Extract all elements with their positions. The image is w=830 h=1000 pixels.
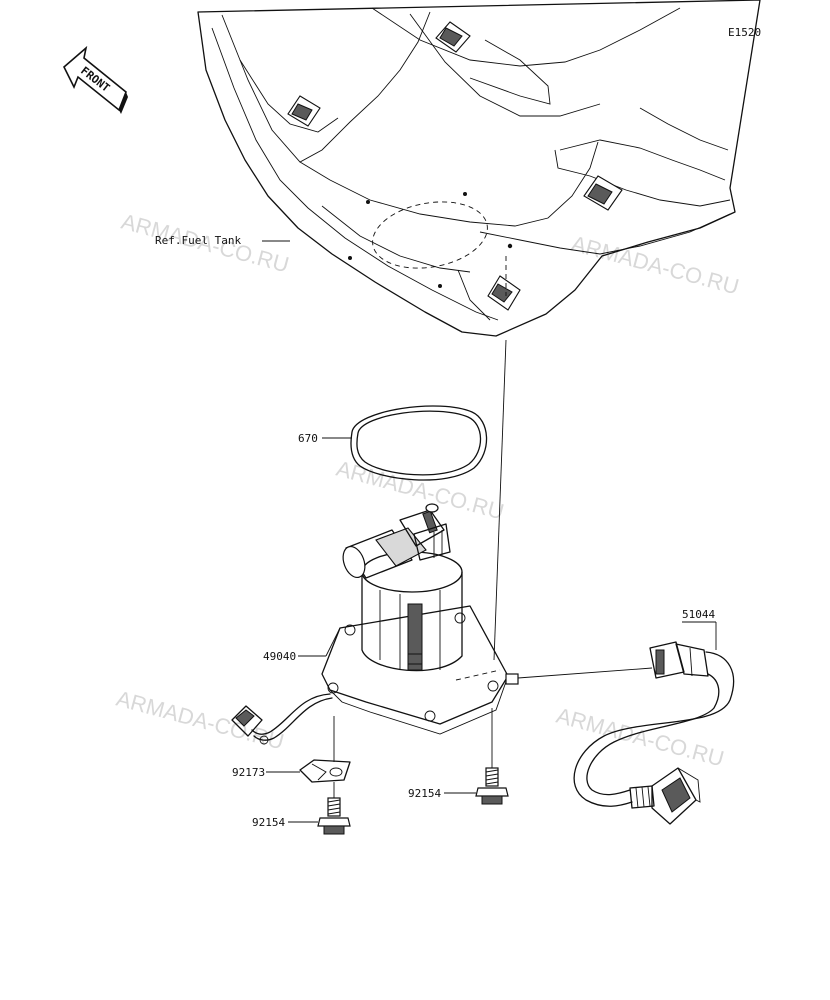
diagram-code: E1520 xyxy=(728,26,761,39)
watermark-4: ARMADA-CO.RU xyxy=(114,686,287,755)
part-label-hose-assembly: 51044 xyxy=(682,608,715,621)
bolt-left xyxy=(317,782,351,835)
reference-label: Ref.Fuel Tank xyxy=(155,234,241,247)
leader-fuel-pump-diag xyxy=(325,627,341,657)
bracket xyxy=(299,759,351,783)
o-ring xyxy=(350,405,488,481)
part-label-bolt-left: 92154 xyxy=(252,816,285,829)
part-label-o-ring: 670 xyxy=(298,432,318,445)
hose-assembly xyxy=(517,641,735,825)
front-arrow-icon: FRONT xyxy=(63,45,128,114)
part-label-bolt-right: 92154 xyxy=(408,787,441,800)
part-label-fuel-pump: 49040 xyxy=(263,650,296,663)
watermarks: ARMADA-CO.RU ARMADA-CO.RU ARMADA-CO.RU A… xyxy=(114,209,742,772)
bolt-right xyxy=(475,708,509,805)
fuel-tank xyxy=(197,0,761,337)
part-label-bracket: 92173 xyxy=(232,766,265,779)
fuel-pump xyxy=(231,503,519,745)
center-line-lower xyxy=(493,339,507,661)
watermark-5: ARMADA-CO.RU xyxy=(554,703,727,772)
